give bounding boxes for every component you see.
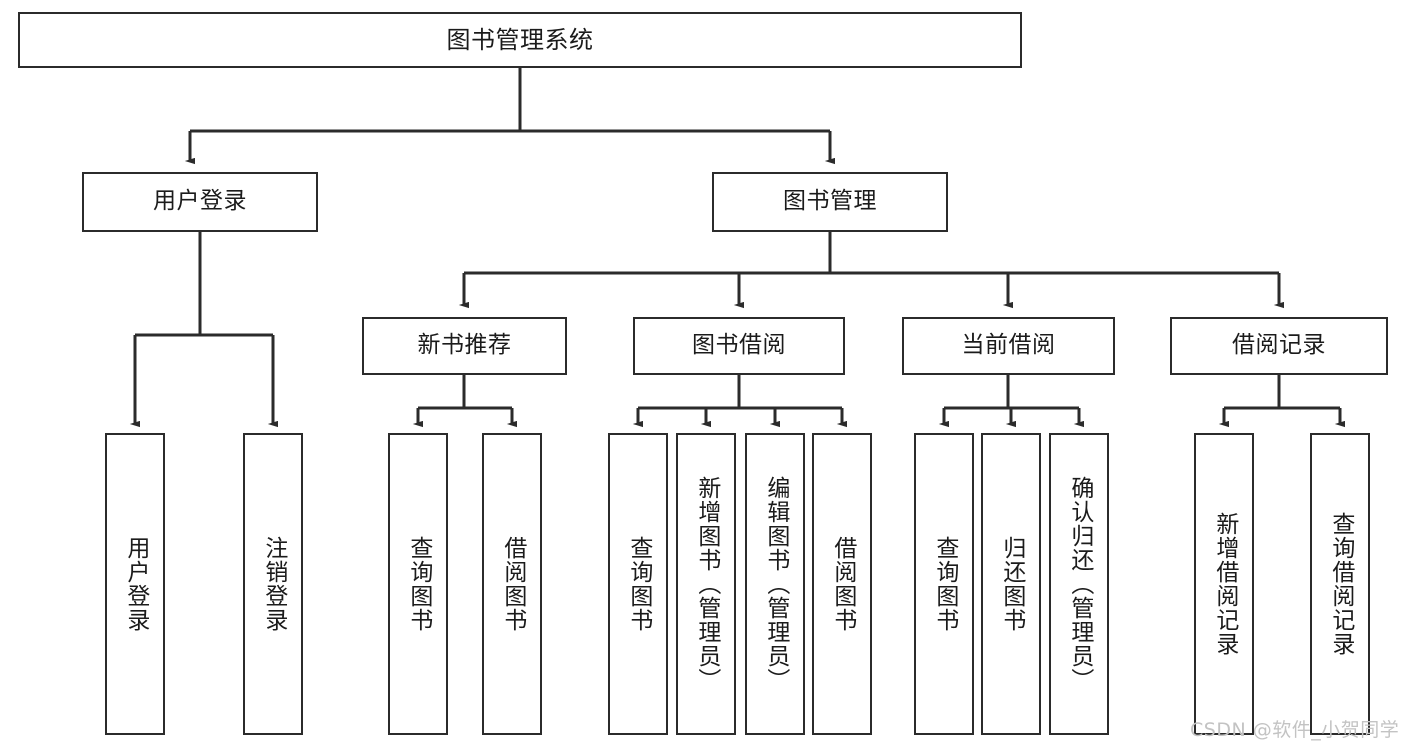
node-current-borrow[interactable]: 当前借阅	[902, 317, 1115, 375]
leaf-borrow-book[interactable]: 借阅图书	[812, 433, 872, 735]
node-label: 查询图书	[931, 536, 958, 632]
node-label: 查询图书	[625, 536, 652, 632]
node-label: 借阅记录	[1232, 332, 1326, 359]
leaf-return-book[interactable]: 归还图书	[981, 433, 1041, 735]
leaf-borrow-book-recommend[interactable]: 借阅图书	[482, 433, 542, 735]
node-label: 用户登录	[153, 188, 247, 215]
leaf-confirm-return[interactable]: 确认归还（管理员）	[1049, 433, 1109, 735]
node-label: 图书借阅	[692, 332, 786, 359]
node-label: 查询图书	[405, 536, 432, 632]
node-label: 编辑图书（管理员）	[762, 476, 789, 692]
leaf-query-borrow-record[interactable]: 查询借阅记录	[1310, 433, 1370, 735]
node-borrow-record[interactable]: 借阅记录	[1170, 317, 1388, 375]
leaf-add-borrow-record[interactable]: 新增借阅记录	[1194, 433, 1254, 735]
node-label: 新增借阅记录	[1211, 512, 1238, 656]
leaf-edit-book[interactable]: 编辑图书（管理员）	[745, 433, 805, 735]
leaf-logout[interactable]: 注销登录	[243, 433, 303, 735]
leaf-query-book-recommend[interactable]: 查询图书	[388, 433, 448, 735]
node-label: 新增图书（管理员）	[693, 476, 720, 692]
leaf-query-book-borrow[interactable]: 查询图书	[608, 433, 668, 735]
node-label: 图书管理	[783, 188, 877, 215]
node-label: 确认归还（管理员）	[1066, 476, 1093, 692]
node-user-login[interactable]: 用户登录	[82, 172, 318, 232]
leaf-add-book[interactable]: 新增图书（管理员）	[676, 433, 736, 735]
node-label: 查询借阅记录	[1327, 512, 1354, 656]
node-book-borrow[interactable]: 图书借阅	[633, 317, 845, 375]
node-new-book-recommend[interactable]: 新书推荐	[362, 317, 567, 375]
leaf-user-login[interactable]: 用户登录	[105, 433, 165, 735]
node-label: 注销登录	[260, 536, 287, 632]
node-label: 用户登录	[122, 536, 149, 632]
node-book-management[interactable]: 图书管理	[712, 172, 948, 232]
node-label: 归还图书	[998, 536, 1025, 632]
node-label: 当前借阅	[961, 332, 1056, 359]
node-label: 借阅图书	[829, 536, 856, 632]
csdn-watermark: CSDN @软件_小贺同学	[1190, 719, 1400, 741]
node-label: 图书管理系统	[446, 25, 594, 54]
node-label: 借阅图书	[499, 536, 526, 632]
node-root-system[interactable]: 图书管理系统	[18, 12, 1022, 68]
node-label: 新书推荐	[417, 332, 512, 359]
leaf-query-book-current[interactable]: 查询图书	[914, 433, 974, 735]
